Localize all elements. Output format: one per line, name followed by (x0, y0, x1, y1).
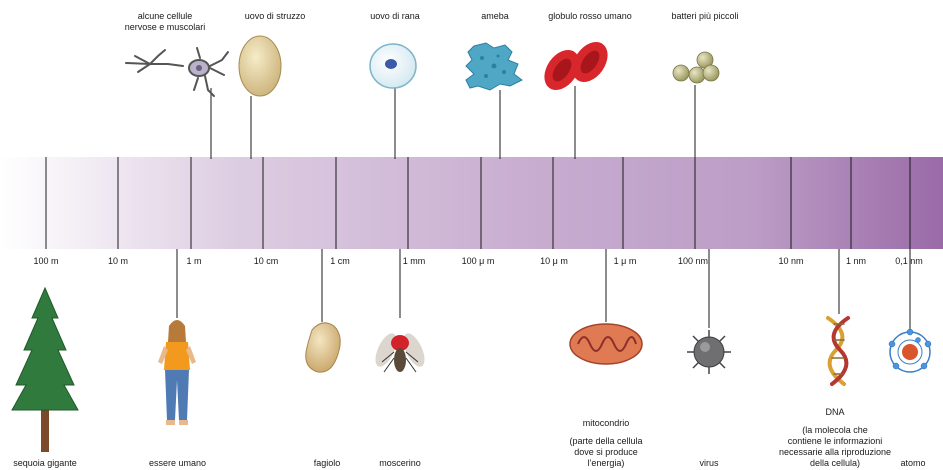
label-virus: virus (684, 458, 734, 469)
frog-egg-icon (370, 44, 416, 88)
label-atom: atomo (890, 458, 936, 469)
human-icon (158, 320, 196, 425)
neuron-icon (126, 48, 228, 96)
note-line: contiene le informazioni (770, 436, 900, 447)
label-neuron: alcune cellule nervose e muscolari (115, 11, 215, 33)
dna-icon (828, 318, 848, 384)
label-red-blood-cell: globulo rosso umano (530, 11, 650, 22)
label-bacteria: batteri più piccoli (655, 11, 755, 22)
label-fly: moscerino (370, 458, 430, 469)
note-line: necessarie alla riproduzione (770, 447, 900, 458)
note-dna: (la molecola che contiene le informazion… (770, 425, 900, 469)
label-dna: DNA (800, 407, 870, 418)
label-frog-egg: uovo di rana (350, 11, 440, 22)
scale-label: 1 nm (826, 256, 886, 267)
scale-label: 100 nm (663, 256, 723, 267)
red-blood-cell-icon (537, 35, 615, 96)
label-sequoia: sequoia gigante (0, 458, 90, 469)
ostrich-egg-icon (239, 36, 281, 96)
atom-icon (889, 329, 931, 372)
label-neuron-line1: alcune cellule (115, 11, 215, 22)
scale-label: 1 μ m (595, 256, 655, 267)
label-amoeba: ameba (465, 11, 525, 22)
scale-label: 100 m (16, 256, 76, 267)
label-bean: fagiolo (297, 458, 357, 469)
sequoia-tree-icon (12, 288, 78, 452)
note-line: della cellula) (770, 458, 900, 469)
bean-icon (306, 323, 341, 372)
note-mitochondrion: (parte della cellula dove si produce l'e… (550, 436, 662, 469)
scale-label: 0,1 nm (881, 256, 937, 267)
scale-label: 1 m (164, 256, 224, 267)
note-line: l'energia) (550, 458, 662, 469)
bacteria-icon (673, 52, 719, 83)
label-mitochondrion: mitocondrio (556, 418, 656, 429)
scale-label: 10 nm (761, 256, 821, 267)
scale-label: 1 mm (384, 256, 444, 267)
fruit-fly-icon (371, 330, 429, 372)
label-ostrich-egg: uovo di struzzo (230, 11, 320, 22)
label-human: essere umano (135, 458, 220, 469)
scale-bar (0, 157, 943, 249)
note-line: (parte della cellula (550, 436, 662, 447)
virus-icon (687, 330, 731, 374)
scale-label: 10 μ m (524, 256, 584, 267)
top-connectors (211, 85, 695, 159)
mitochondrion-icon (570, 324, 642, 364)
scale-label: 10 m (88, 256, 148, 267)
scale-label: 100 μ m (448, 256, 508, 267)
label-neuron-line2: nervose e muscolari (115, 22, 215, 33)
scale-label: 1 cm (310, 256, 370, 267)
note-line: dove si produce (550, 447, 662, 458)
note-line: (la molecola che (770, 425, 900, 436)
scale-label: 10 cm (236, 256, 296, 267)
